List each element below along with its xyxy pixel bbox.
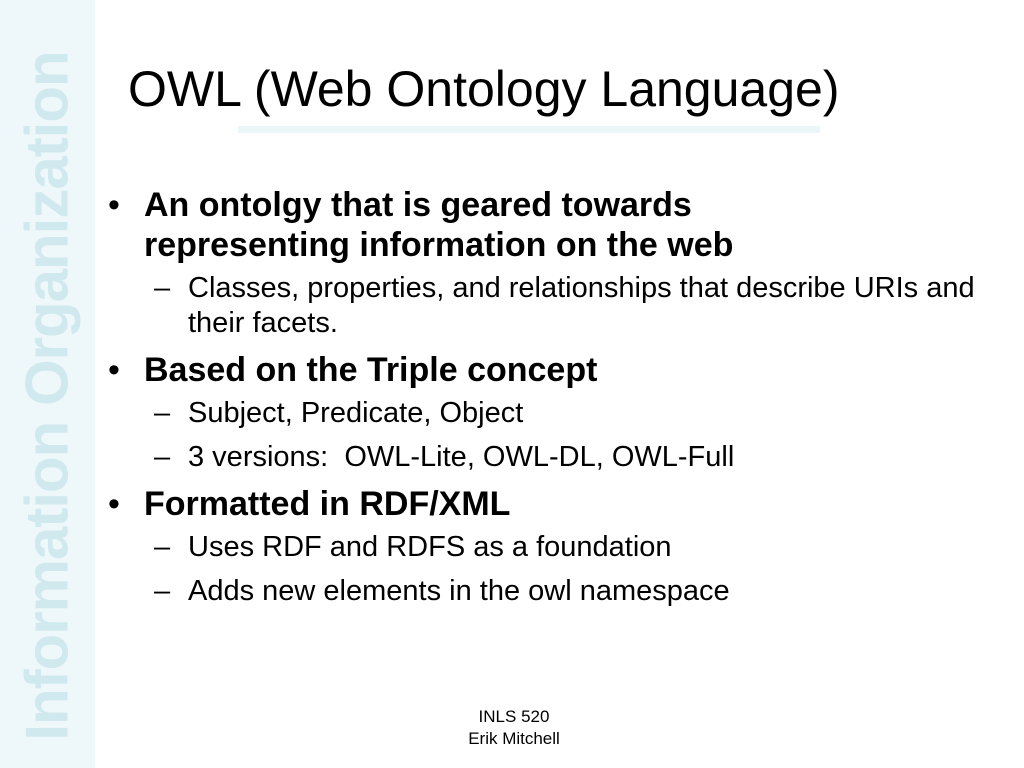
dash-marker: – [154, 575, 171, 607]
sub-bullet-item: – Uses RDF and RDFS as a foundation [108, 530, 988, 565]
bullet-text: Formatted in RDF/XML [144, 485, 511, 523]
footer-course: INLS 520 [478, 707, 550, 726]
slide-footer: INLS 520 Erik Mitchell [420, 706, 608, 750]
bullet-marker: • [108, 351, 120, 389]
sidebar-label: Information Organization [13, 51, 81, 741]
dash-marker: – [154, 272, 171, 304]
slide-body: • An ontolgy that is geared towards repr… [108, 185, 988, 618]
bullet-text: An ontolgy that is geared towards repres… [144, 186, 734, 264]
sidebar-banner: Information Organization [0, 0, 95, 768]
dash-marker: – [154, 397, 171, 429]
bullet-item: • Based on the Triple concept [108, 350, 988, 390]
bullet-marker: • [108, 186, 120, 224]
sub-bullet-item: – Adds new elements in the owl namespace [108, 574, 988, 609]
bullet-item: • Formatted in RDF/XML [108, 484, 988, 524]
dash-marker: – [154, 441, 171, 473]
sub-bullet-item: – Classes, properties, and relationships… [108, 271, 988, 341]
sub-bullet-item: – 3 versions: OWL-Lite, OWL-DL, OWL-Full [108, 440, 988, 475]
title-underline [238, 126, 820, 133]
bullet-marker: • [108, 485, 120, 523]
slide-title: OWL (Web Ontology Language) [128, 61, 840, 117]
sub-bullet-text: 3 versions: OWL-Lite, OWL-DL, OWL-Full [188, 441, 735, 473]
footer-author: Erik Mitchell [468, 729, 560, 748]
sub-bullet-text: Subject, Predicate, Object [188, 397, 524, 429]
bullet-text: Based on the Triple concept [144, 351, 598, 389]
dash-marker: – [154, 531, 171, 563]
sub-bullet-item: – Subject, Predicate, Object [108, 396, 988, 431]
sub-bullet-text: Adds new elements in the owl namespace [188, 575, 730, 607]
sub-bullet-text: Classes, properties, and relationships t… [188, 272, 975, 339]
sub-bullet-text: Uses RDF and RDFS as a foundation [188, 531, 672, 563]
bullet-item: • An ontolgy that is geared towards repr… [108, 185, 988, 265]
